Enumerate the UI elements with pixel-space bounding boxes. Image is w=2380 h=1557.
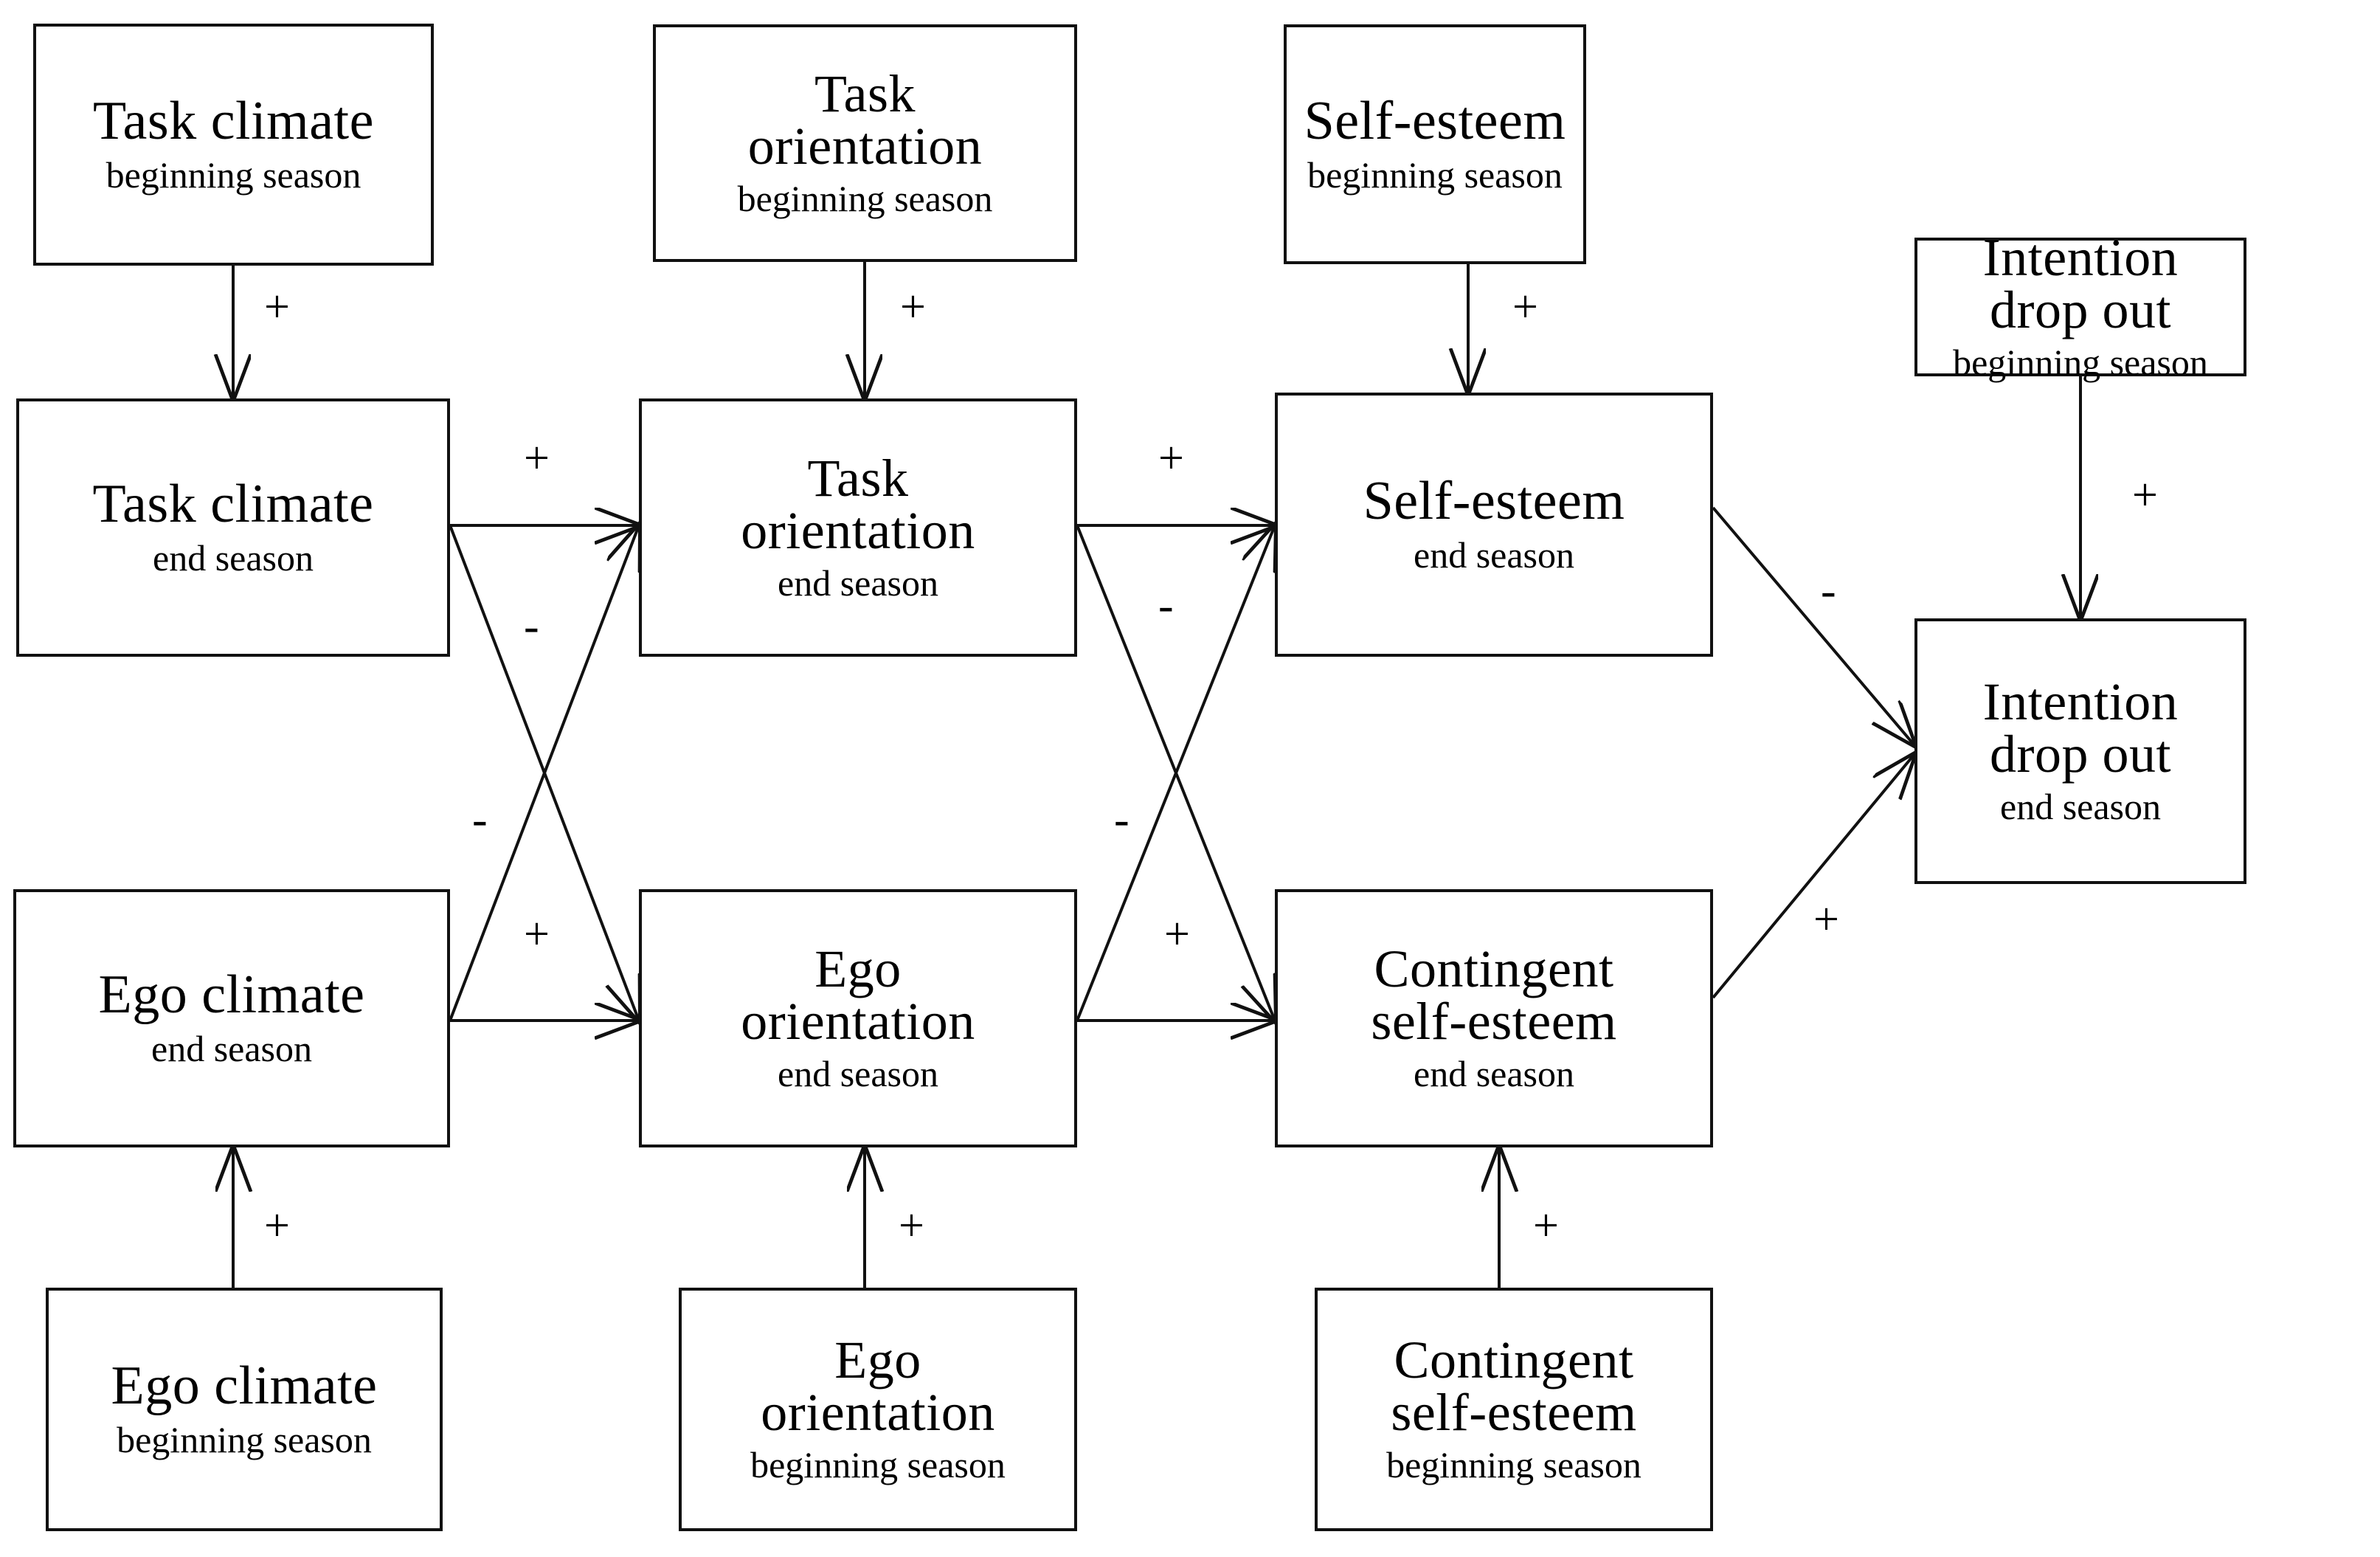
edge-ego-orientation-to-self-esteem — [1076, 525, 1275, 1021]
node-title: Task orientation — [747, 64, 983, 176]
node-title: Intention drop out — [1982, 228, 2179, 339]
edge-sign-self-esteem-begin-to-end: + — [1512, 282, 1538, 332]
node-title: Task climate — [93, 91, 374, 152]
node-title: Task orientation — [741, 449, 975, 560]
edge-sign-task-climate-to-ego-orientation: - — [524, 601, 539, 652]
node-intention-dropout-begin[interactable]: Intention drop out beginning season — [1914, 231, 2246, 382]
node-subtitle: end season — [153, 537, 314, 579]
edge-sign-task-orientation-to-self-esteem: + — [1158, 433, 1184, 483]
node-title: Self-esteem — [1304, 90, 1566, 151]
node-title: Ego orientation — [741, 939, 975, 1051]
edge-ego-climate-to-task-orientation — [449, 525, 639, 1021]
node-title: Ego climate — [111, 1356, 378, 1417]
edge-sign-ego-climate-to-ego-orientation: + — [524, 909, 550, 959]
node-self-esteem-begin[interactable]: Self-esteem beginning season — [1284, 24, 1586, 264]
edge-sign-contingent-self-esteem-begin-to-end: + — [1533, 1201, 1559, 1251]
node-contingent-self-esteem-begin[interactable]: Contingent self-esteem beginning season — [1315, 1288, 1713, 1531]
edge-contingent-self-esteem-to-intention-dropout — [1712, 754, 1914, 999]
node-subtitle: end season — [778, 562, 938, 604]
node-self-esteem-end[interactable]: Self-esteem end season — [1275, 393, 1713, 657]
edge-sign-ego-climate-begin-to-end: + — [264, 1201, 290, 1251]
node-ego-climate-end[interactable]: Ego climate end season — [13, 889, 450, 1147]
node-subtitle: beginning season — [105, 154, 362, 196]
node-subtitle: beginning season — [1386, 1444, 1642, 1486]
node-subtitle: beginning season — [750, 1444, 1006, 1486]
node-subtitle: beginning season — [1953, 342, 2208, 384]
edge-sign-task-climate-begin-to-end: + — [264, 282, 290, 332]
node-title: Intention drop out — [1982, 672, 2179, 784]
node-task-orientation-end[interactable]: Task orientation end season — [639, 398, 1077, 657]
node-subtitle: beginning season — [117, 1419, 372, 1460]
node-task-climate-begin[interactable]: Task climate beginning season — [33, 24, 434, 266]
node-title: Contingent self-esteem — [1391, 1330, 1637, 1442]
node-title: Self-esteem — [1363, 471, 1625, 532]
node-subtitle: end season — [1414, 534, 1574, 576]
edge-sign-task-orientation-to-contingent-self-esteem: - — [1158, 581, 1174, 631]
node-title: Ego orientation — [761, 1330, 995, 1442]
node-subtitle: end season — [1414, 1053, 1574, 1095]
node-ego-climate-begin[interactable]: Ego climate beginning season — [46, 1288, 443, 1531]
node-subtitle: beginning season — [737, 178, 993, 220]
edge-sign-ego-climate-to-task-orientation: - — [472, 795, 488, 845]
edge-sign-task-orientation-begin-to-end: + — [900, 282, 926, 332]
node-title: Ego climate — [98, 964, 365, 1026]
node-intention-dropout-end[interactable]: Intention drop out end season — [1914, 618, 2246, 884]
edge-sign-task-climate-to-task-orientation: + — [524, 433, 550, 483]
node-subtitle: end season — [2000, 786, 2161, 828]
node-ego-orientation-end[interactable]: Ego orientation end season — [639, 889, 1077, 1147]
edge-sign-ego-orientation-to-self-esteem: - — [1114, 795, 1130, 845]
edge-sign-ego-orientation-to-contingent-self-esteem: + — [1164, 909, 1190, 959]
node-contingent-self-esteem-end[interactable]: Contingent self-esteem end season — [1275, 889, 1713, 1147]
node-subtitle: beginning season — [1307, 153, 1563, 196]
edge-sign-intention-dropout-begin-to-end: + — [2132, 470, 2158, 520]
edge-sign-contingent-self-esteem-to-intention-dropout: + — [1813, 894, 1839, 945]
node-task-climate-end[interactable]: Task climate end season — [16, 398, 450, 657]
node-ego-orientation-begin[interactable]: Ego orientation beginning season — [679, 1288, 1077, 1531]
node-subtitle: end season — [151, 1028, 312, 1069]
node-subtitle: end season — [778, 1053, 938, 1095]
node-title: Task climate — [92, 474, 374, 535]
edge-sign-ego-orientation-begin-to-end: + — [899, 1201, 924, 1251]
edge-self-esteem-to-intention-dropout — [1712, 506, 1914, 745]
node-title: Contingent self-esteem — [1371, 939, 1617, 1051]
edge-sign-self-esteem-to-intention-dropout: - — [1821, 566, 1836, 616]
node-task-orientation-begin[interactable]: Task orientation beginning season — [653, 24, 1077, 262]
